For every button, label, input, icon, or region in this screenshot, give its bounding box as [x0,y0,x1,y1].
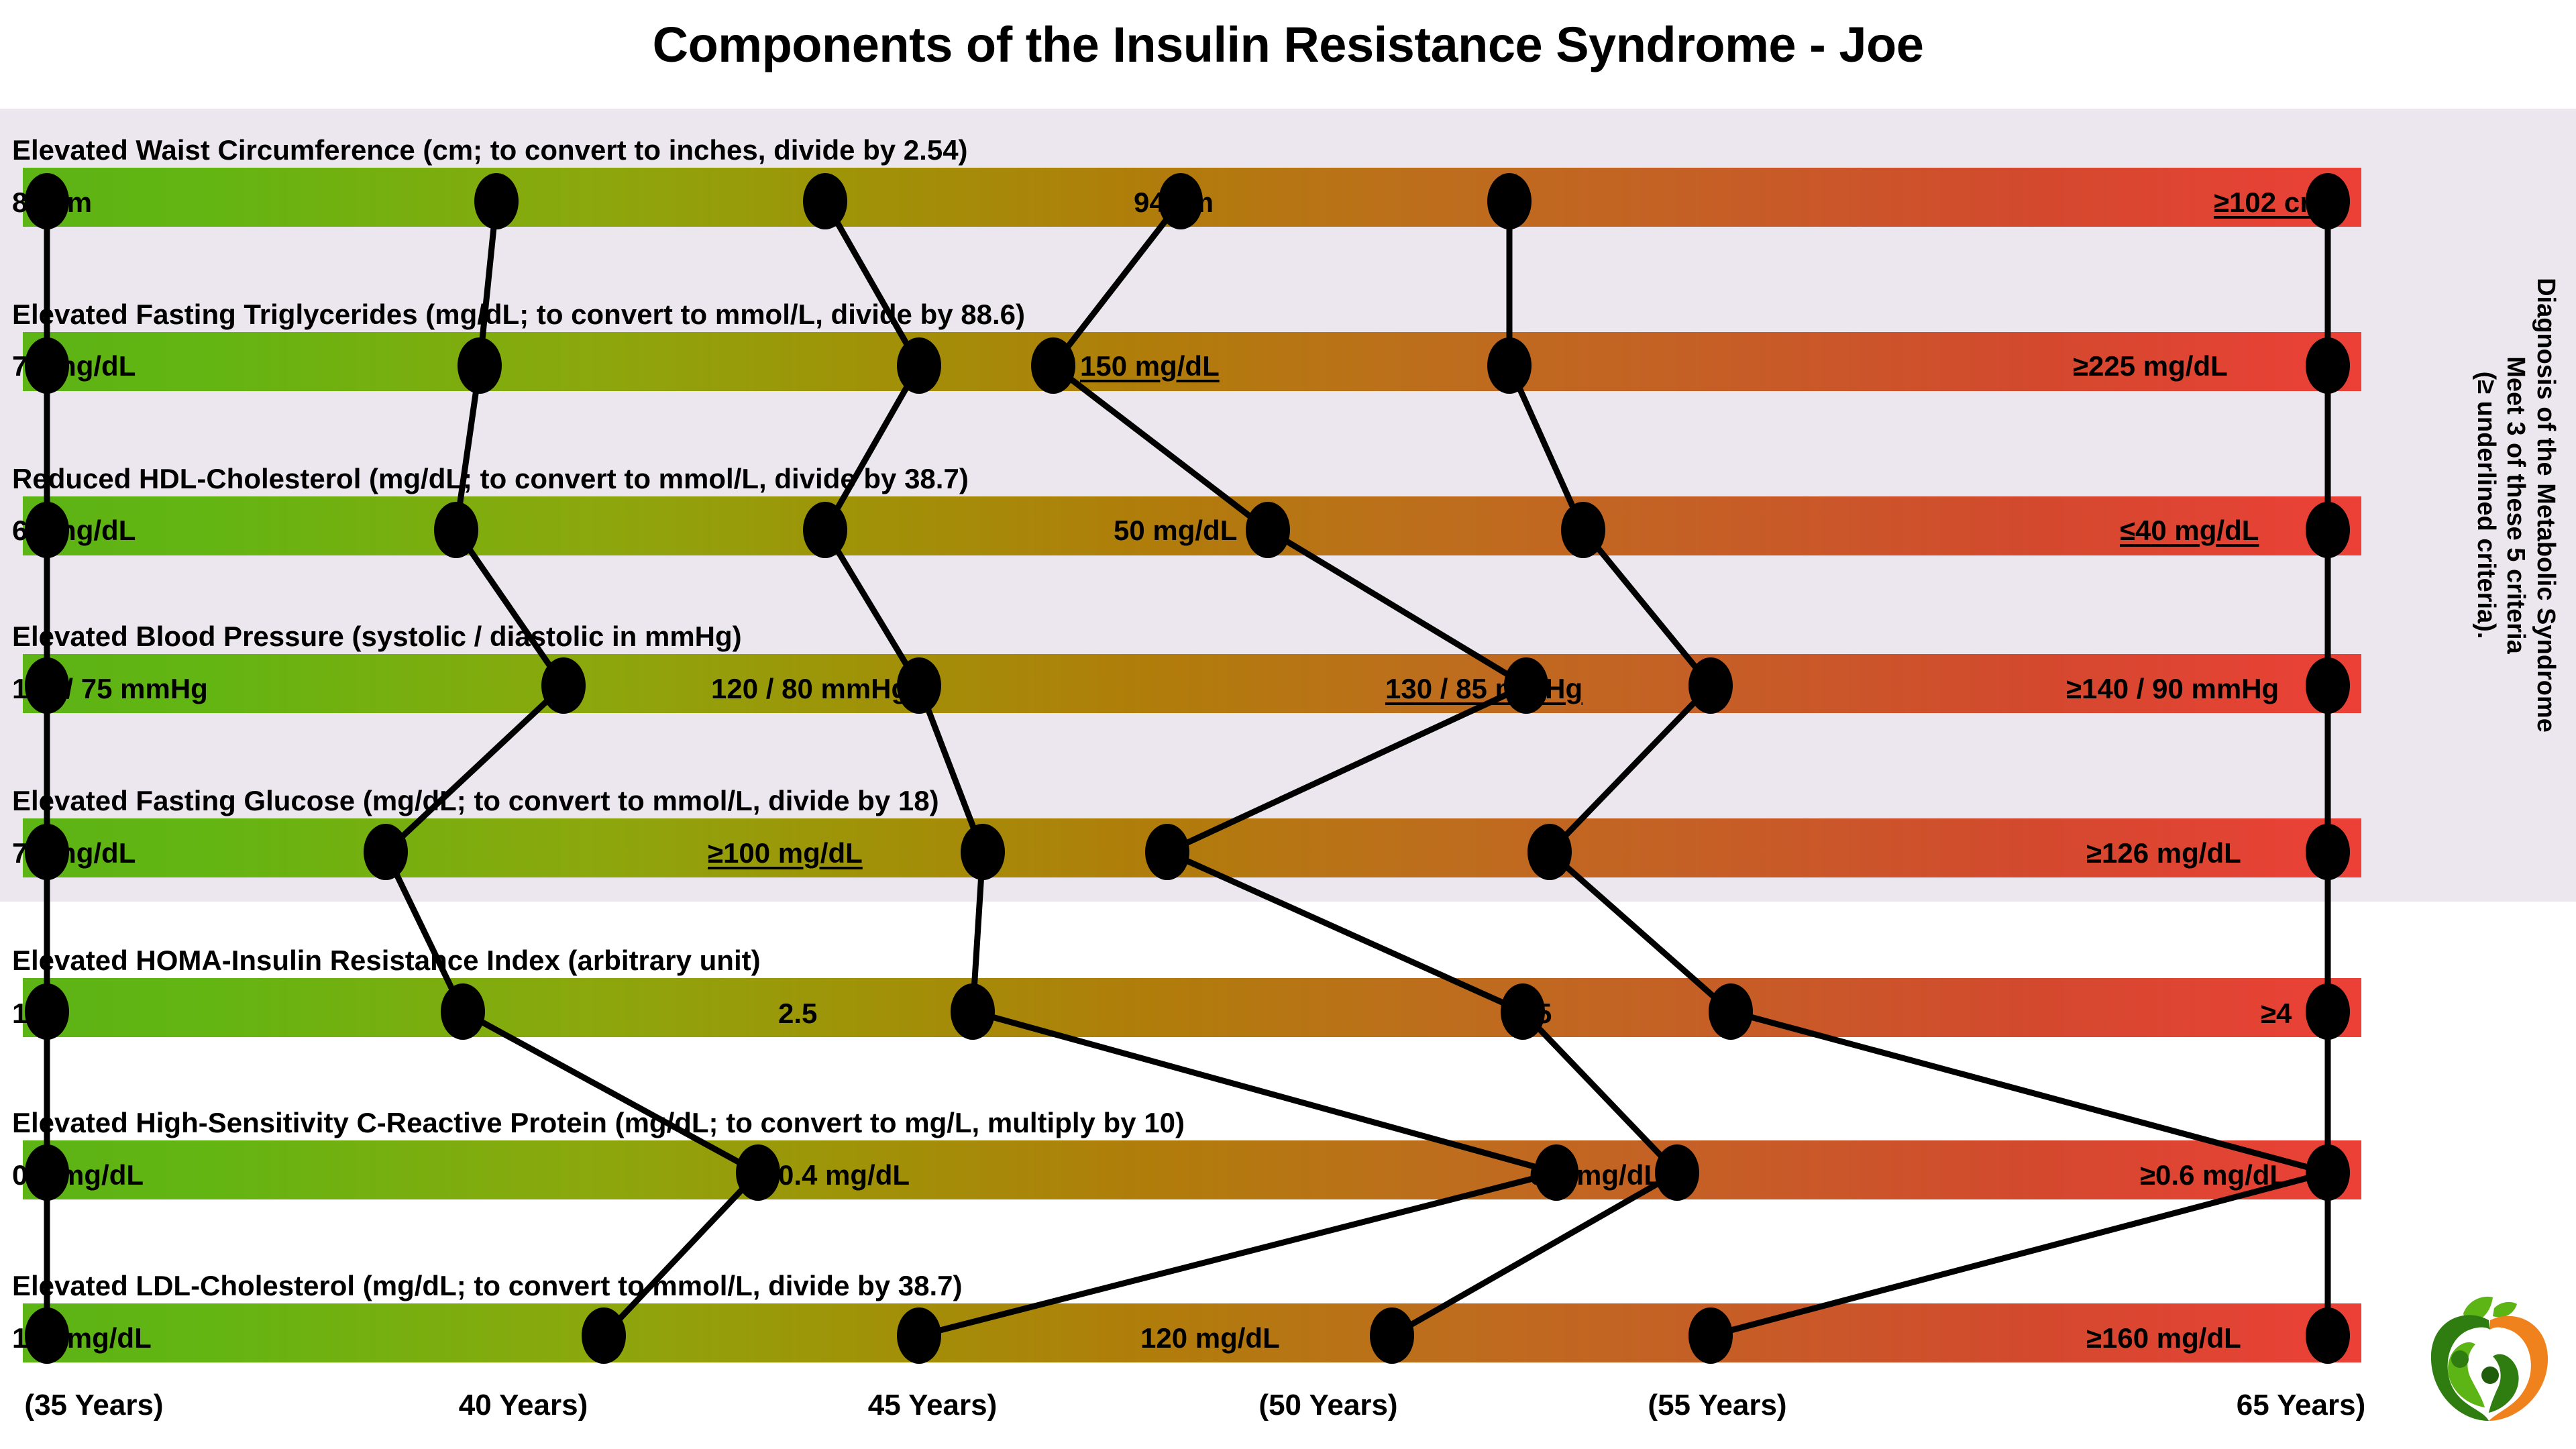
threshold-label: 0.3 mg/dL [12,1159,144,1191]
row-title: Elevated Blood Pressure (systolic / dias… [12,621,742,652]
row-title: Elevated LDL-Cholesterol (mg/dL; to conv… [12,1270,963,1301]
x-axis-tick-label: (50 Years) [1258,1389,1398,1421]
threshold-label: 1.5 [12,998,52,1029]
health-apple-logo [2430,1296,2548,1421]
threshold-label: ≥126 mg/dL [2086,837,2241,869]
threshold-label: ≥4 [2261,998,2292,1029]
row-title: Elevated High-Sensitivity C-Reactive Pro… [12,1107,1185,1138]
x-axis-tick-label: 65 Years) [2236,1389,2366,1421]
threshold-label: 94 cm [1134,186,1214,218]
x-axis-tick-label: (35 Years) [24,1389,164,1421]
x-axis-tick-label: 40 Years) [458,1389,588,1421]
threshold-label: 130 / 85 mmHg [1385,673,1583,704]
page-title: Components of the Insulin Resistance Syn… [652,17,1924,72]
threshold-label: 120 mg/dL [1140,1322,1280,1354]
threshold-label: 110 / 75 mmHg [12,673,208,704]
threshold-label: 60 mg/dL [12,515,136,546]
threshold-label: 50 mg/dL [1114,515,1238,546]
threshold-label: 150 mg/dL [1080,350,1220,382]
threshold-label: 70 mg/dL [12,837,136,869]
x-axis-tick-label: 45 Years) [867,1389,998,1421]
side-caption-line-1: Diagnosis of the Metabolic Syndrome [2531,278,2560,733]
threshold-label: ≥102 cm [2214,186,2325,218]
threshold-label: 100 mg/dL [12,1322,152,1354]
threshold-label: ≥140 / 90 mmHg [2066,673,2279,704]
side-caption: Diagnosis of the Metabolic Syndrome Meet… [2455,109,2576,902]
threshold-label: 86 cm [12,186,93,218]
row-title: Elevated Waist Circumference (cm; to con… [12,134,968,166]
threshold-label: 0.5 mg/dL [1529,1159,1662,1191]
threshold-label: ≥160 mg/dL [2086,1322,2241,1354]
risk-gradient-bar [23,1140,2361,1199]
threshold-label: ≥0.6 mg/dL [2140,1159,2288,1191]
threshold-label: ≥100 mg/dL [708,837,863,869]
side-caption-line-3: (≥ underlined criteria). [2471,371,2500,639]
threshold-label: 0.4 mg/dL [778,1159,910,1191]
risk-gradient-bar [23,978,2361,1037]
row-title: Elevated Fasting Triglycerides (mg/dL; t… [12,299,1025,330]
threshold-label: ≥225 mg/dL [2073,350,2228,382]
x-axis-tick-label: (55 Years) [1648,1389,1787,1421]
risk-gradient-bar [23,654,2361,713]
row-title: Elevated HOMA-Insulin Resistance Index (… [12,945,761,976]
threshold-label: 2.5 [778,998,818,1029]
side-caption-line-2: Meet 3 of these 5 criteria [2502,356,2530,654]
threshold-label: ≤40 mg/dL [2120,515,2259,546]
threshold-label: 5 [1536,998,1552,1029]
threshold-label: 75 mg/dL [12,350,136,382]
threshold-label: 120 / 80 mmHg [711,673,909,704]
row-title: Reduced HDL-Cholesterol (mg/dL; to conve… [12,463,969,494]
row-title: Elevated Fasting Glucose (mg/dL; to conv… [12,785,939,816]
risk-gradient-bar [23,818,2361,877]
